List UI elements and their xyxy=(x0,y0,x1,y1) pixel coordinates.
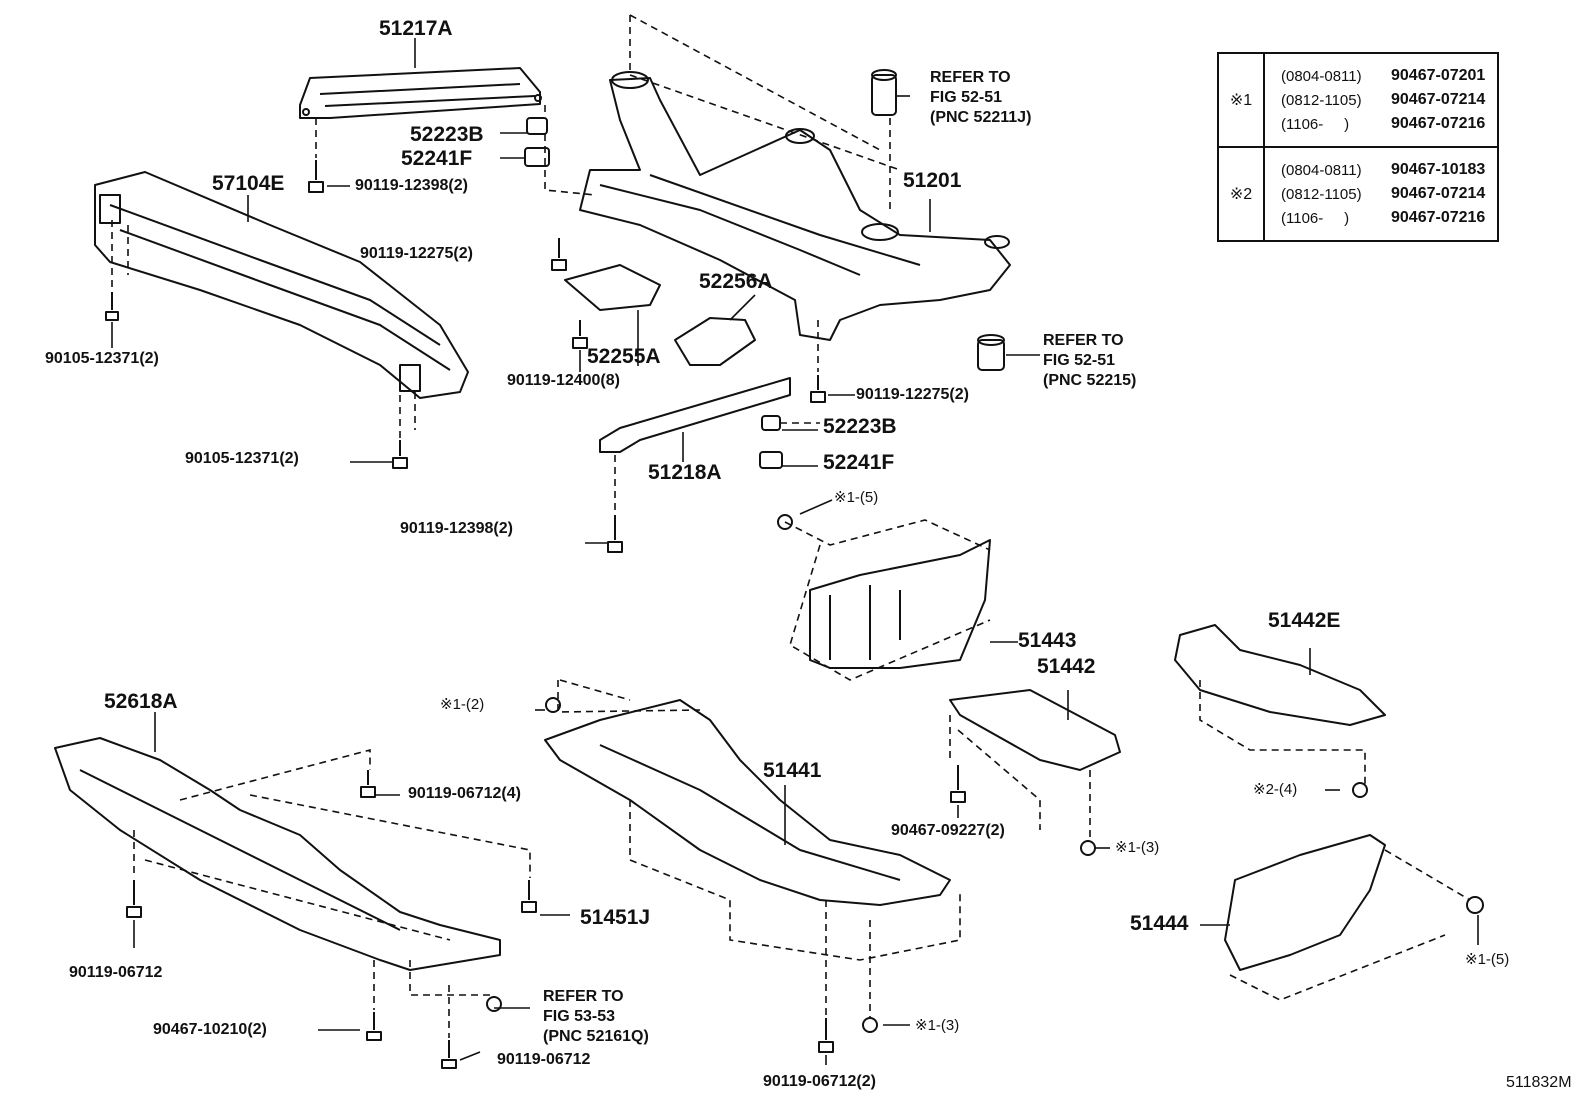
part-label-51442E: 51442E xyxy=(1268,609,1341,632)
part-label-note1-5-right: ※1-(5) xyxy=(1465,951,1510,968)
part-label-51218A: 51218A xyxy=(648,461,722,484)
part-52223B-drawing xyxy=(526,117,548,135)
part-label-90119-06712-bottom: 90119-06712 xyxy=(497,1051,591,1068)
part-51217A-drawing xyxy=(299,67,542,119)
part-label-52256A: 52256A xyxy=(699,270,773,293)
part-label-51443: 51443 xyxy=(1018,629,1077,652)
part-52256A-drawing xyxy=(674,317,756,366)
legend-row: (0804-0811) 90467-10183 xyxy=(1281,158,1485,182)
part-label-90467-10210: 90467-10210(2) xyxy=(153,1021,267,1038)
part-label-90119-12275-lower: 90119-12275(2) xyxy=(856,386,969,403)
part-51444-drawing xyxy=(1224,834,1386,971)
variant-legend-table: ※1 (0804-0811) 90467-07201 (0812-1105) 904… xyxy=(1217,52,1500,242)
refer-note-52215: REFER TO FIG 52-51 (PNC 52215) xyxy=(1043,332,1137,389)
legend-row: (0812-1105) 90467-07214 xyxy=(1281,88,1485,112)
part-label-52241F-top: 52241F xyxy=(401,147,473,170)
date-range: (0812-1105) xyxy=(1281,185,1362,203)
part-label-52241F-lower: 52241F xyxy=(823,451,895,474)
legend-marker-1: ※1 xyxy=(1219,54,1265,146)
date-range: (0812-1105) xyxy=(1281,91,1362,109)
legend-row: (0804-0811) 90467-07201 xyxy=(1281,64,1485,88)
part-52618A-drawing xyxy=(54,737,501,971)
part-51443-drawing xyxy=(809,539,991,669)
part-52241F-lower-drawing xyxy=(759,451,783,469)
part-51441-drawing xyxy=(544,699,951,906)
part-label-note1-3-right: ※1-(3) xyxy=(1115,839,1160,856)
part-57104E-drawing xyxy=(94,171,469,399)
part-label-51444: 51444 xyxy=(1130,912,1189,935)
part-51218A-drawing xyxy=(599,377,791,453)
part-label-90105-12371-lower: 90105-12371(2) xyxy=(185,450,299,467)
part-label-90119-12275-upper: 90119-12275(2) xyxy=(360,245,473,262)
part-52241F-drawing xyxy=(524,147,550,167)
part-number: 90467-07201 xyxy=(1391,67,1486,84)
part-51201-drawing xyxy=(579,71,1011,341)
part-51442-drawing xyxy=(949,689,1121,771)
part-number: 90467-07216 xyxy=(1391,209,1486,226)
part-label-90119-12398-lower: 90119-12398(2) xyxy=(400,520,513,537)
part-label-52223B-top: 52223B xyxy=(410,123,484,146)
refer-note-52161Q: REFER TO FIG 53-53 (PNC 52161Q) xyxy=(543,988,649,1045)
legend-row: (0812-1105) 90467-07214 xyxy=(1281,182,1485,206)
part-52223B-lower-drawing xyxy=(761,415,781,431)
part-label-57104E: 57104E xyxy=(212,172,285,195)
legend-group-2: ※2 (0804-0811) 90467-10183 (0812-1105) 904… xyxy=(1219,148,1497,240)
part-label-note2-4: ※2-(4) xyxy=(1253,781,1298,798)
part-label-note1-3-bottom: ※1-(3) xyxy=(915,1017,960,1034)
part-label-90467-09227: 90467-09227(2) xyxy=(891,822,1005,839)
part-label-51451J: 51451J xyxy=(580,906,651,929)
part-label-90105-12371-left: 90105-12371(2) xyxy=(45,350,159,367)
legend-row: (1106- ) 90467-07216 xyxy=(1281,112,1485,136)
part-number: 90467-07216 xyxy=(1391,115,1486,132)
part-label-51442: 51442 xyxy=(1037,655,1096,678)
part-label-51217A: 51217A xyxy=(379,17,453,40)
date-range: (1106- ) xyxy=(1281,209,1350,227)
part-label-90119-12398-top: 90119-12398(2) xyxy=(355,177,468,194)
bushing-52211J-drawing xyxy=(871,69,897,116)
part-label-note1-5-top: ※1-(5) xyxy=(834,489,879,506)
part-label-52255A: 52255A xyxy=(587,345,661,368)
part-label-90119-06712-4: 90119-06712(4) xyxy=(408,785,521,802)
legend-row: (1106- ) 90467-07216 xyxy=(1281,206,1485,230)
part-label-51441: 51441 xyxy=(763,759,822,782)
legend-group-1: ※1 (0804-0811) 90467-07201 (0812-1105) 904… xyxy=(1219,54,1498,148)
part-label-52618A: 52618A xyxy=(104,690,178,713)
part-label-90119-06712-left: 90119-06712 xyxy=(69,964,163,981)
legend-marker-2: ※2 xyxy=(1219,148,1265,240)
figure-id: 511832M xyxy=(1506,1074,1572,1091)
part-label-90119-06712-2: 90119-06712(2) xyxy=(763,1073,876,1090)
bolt-glyphs xyxy=(105,160,1484,1069)
date-range: (0804-0811) xyxy=(1281,67,1362,85)
part-label-51201: 51201 xyxy=(903,169,962,192)
part-label-note1-2: ※1-(2) xyxy=(440,696,485,713)
part-number: 90467-10183 xyxy=(1391,161,1486,178)
date-range: (1106- ) xyxy=(1281,115,1350,133)
part-52255A-drawing xyxy=(564,264,661,311)
part-51442E-drawing xyxy=(1174,624,1386,726)
part-label-90119-12400: 90119-12400(8) xyxy=(507,372,620,389)
bushing-52215-drawing xyxy=(977,334,1005,371)
part-label-52223B-lower: 52223B xyxy=(823,415,897,438)
refer-note-52211J: REFER TO FIG 52-51 (PNC 52211J) xyxy=(930,69,1032,126)
part-number: 90467-07214 xyxy=(1391,91,1486,108)
date-range: (0804-0811) xyxy=(1281,161,1362,179)
part-number: 90467-07214 xyxy=(1391,185,1486,202)
